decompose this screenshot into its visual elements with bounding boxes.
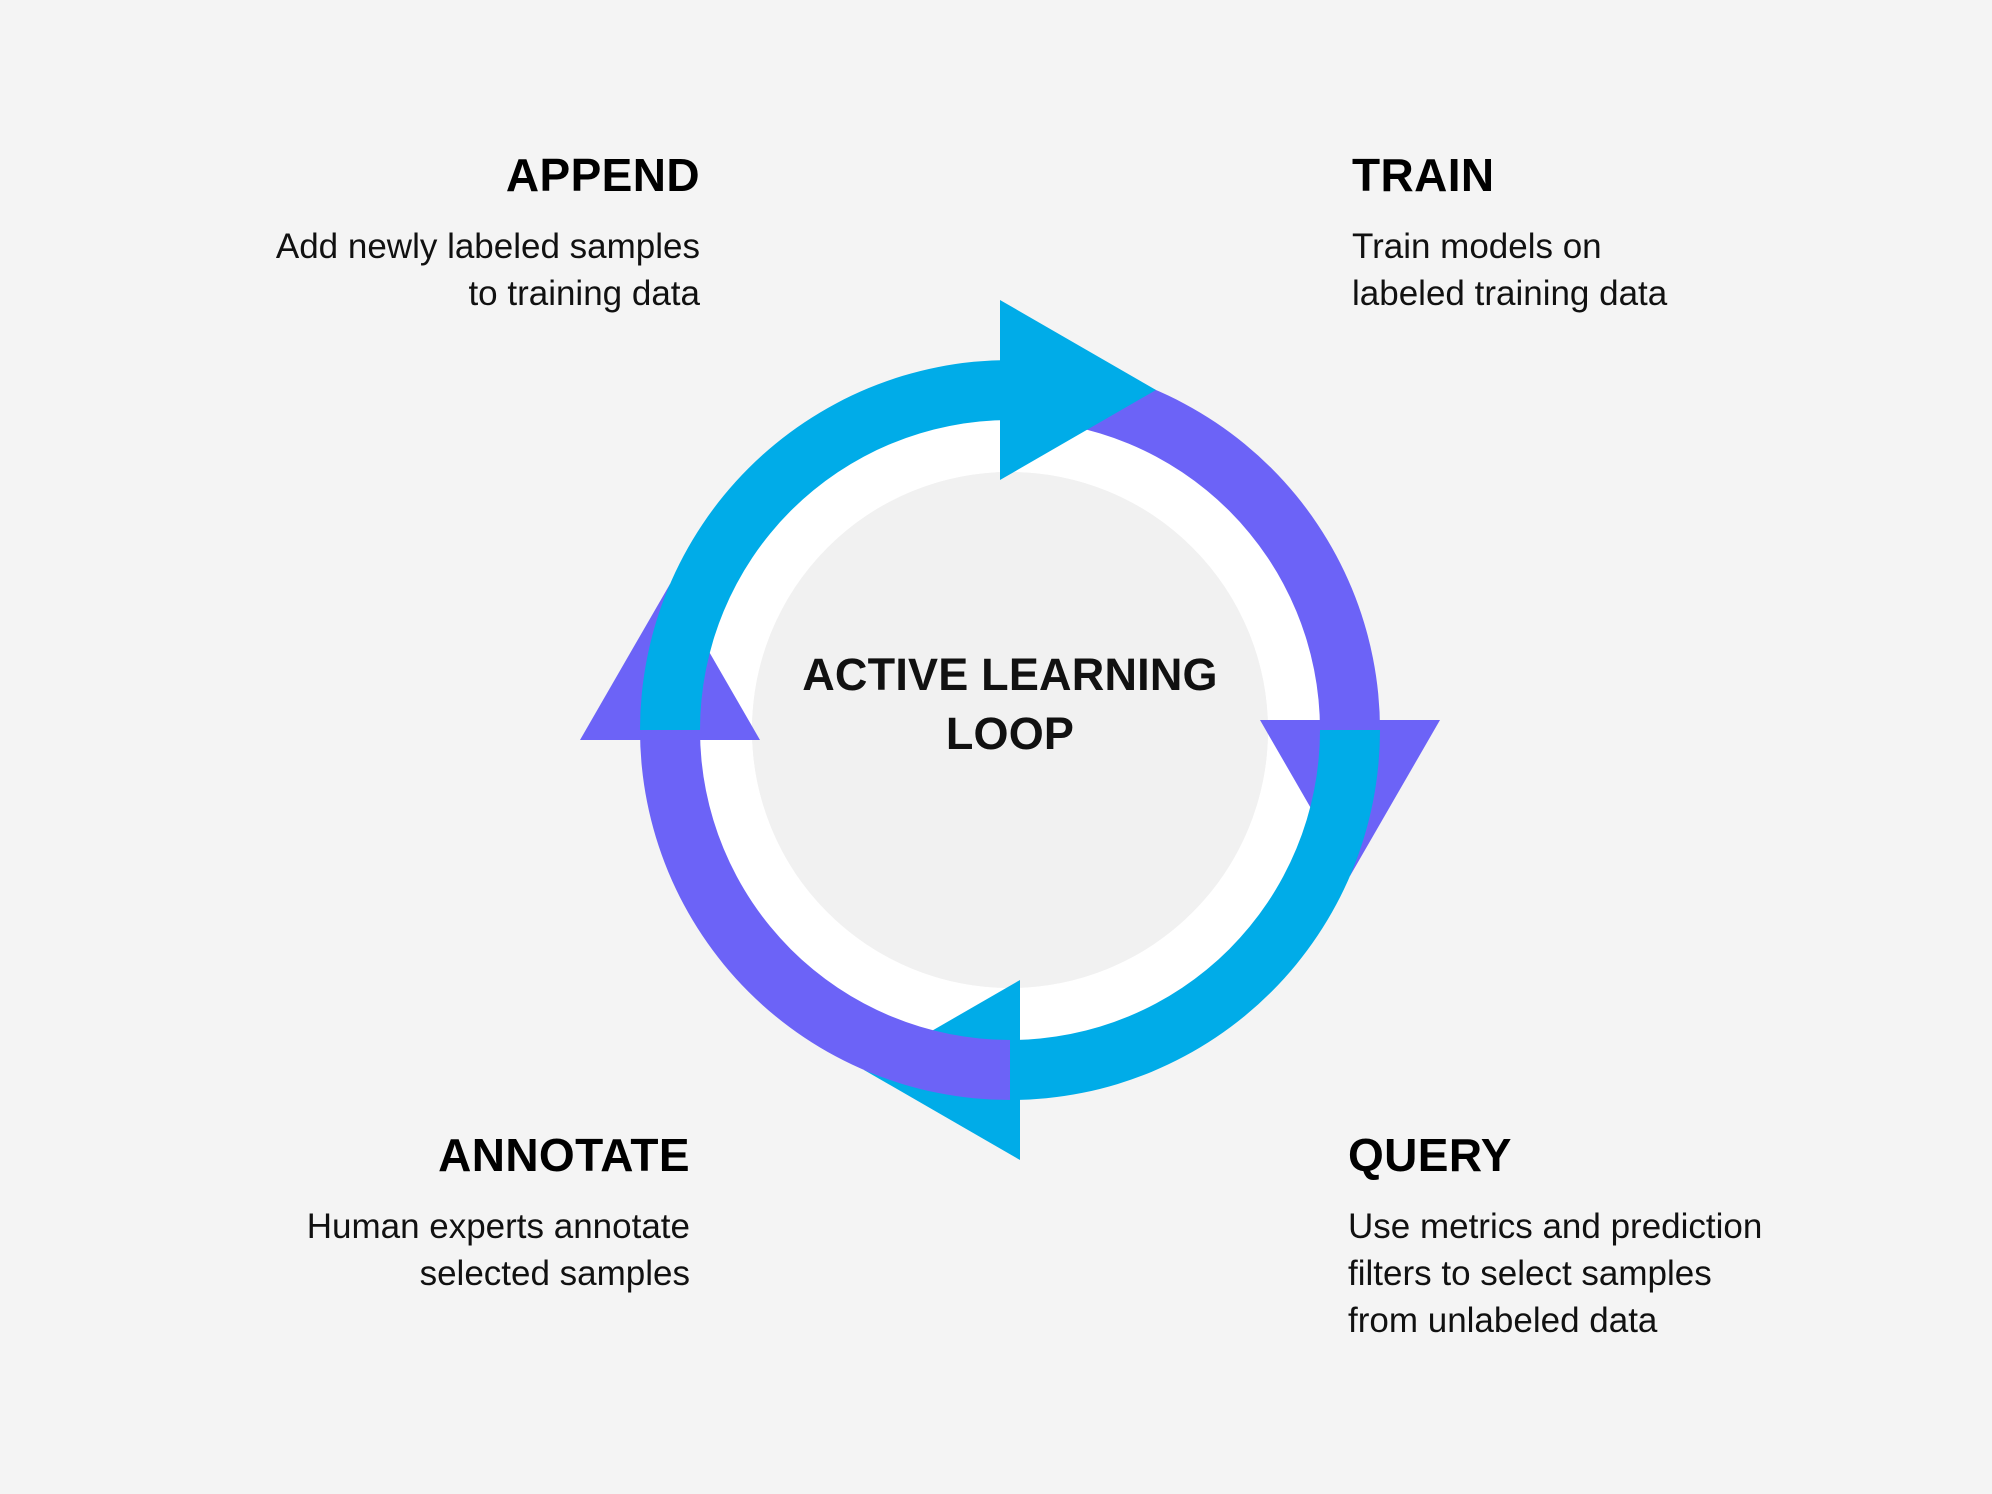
arrowhead-top-right (1000, 300, 1156, 480)
step-annotate: ANNOTATE Human experts annotate selected… (120, 1130, 690, 1297)
step-annotate-title: ANNOTATE (438, 1129, 690, 1181)
step-train-title: TRAIN (1352, 149, 1495, 201)
step-append: APPEND Add newly labeled samples to trai… (80, 150, 700, 317)
segment-annotate-to-append (640, 730, 1010, 1100)
segment-query-to-annotate (1010, 730, 1380, 1100)
step-train-description: Train models on labeled training data (1352, 226, 1668, 313)
segment-append-to-train (640, 360, 1010, 730)
inner-disc (752, 472, 1268, 988)
step-query: QUERY Use metrics and prediction filters… (1348, 1130, 1948, 1344)
step-train: TRAIN Train models on labeled training d… (1352, 150, 1912, 317)
step-query-title: QUERY (1348, 1129, 1512, 1181)
step-annotate-description: Human experts annotate selected samples (306, 1206, 690, 1293)
step-query-description: Use metrics and prediction filters to se… (1348, 1206, 1763, 1341)
step-append-description: Add newly labeled samples to training da… (275, 226, 700, 313)
active-learning-loop-graphic (580, 300, 1440, 1160)
step-append-title: APPEND (505, 149, 700, 201)
